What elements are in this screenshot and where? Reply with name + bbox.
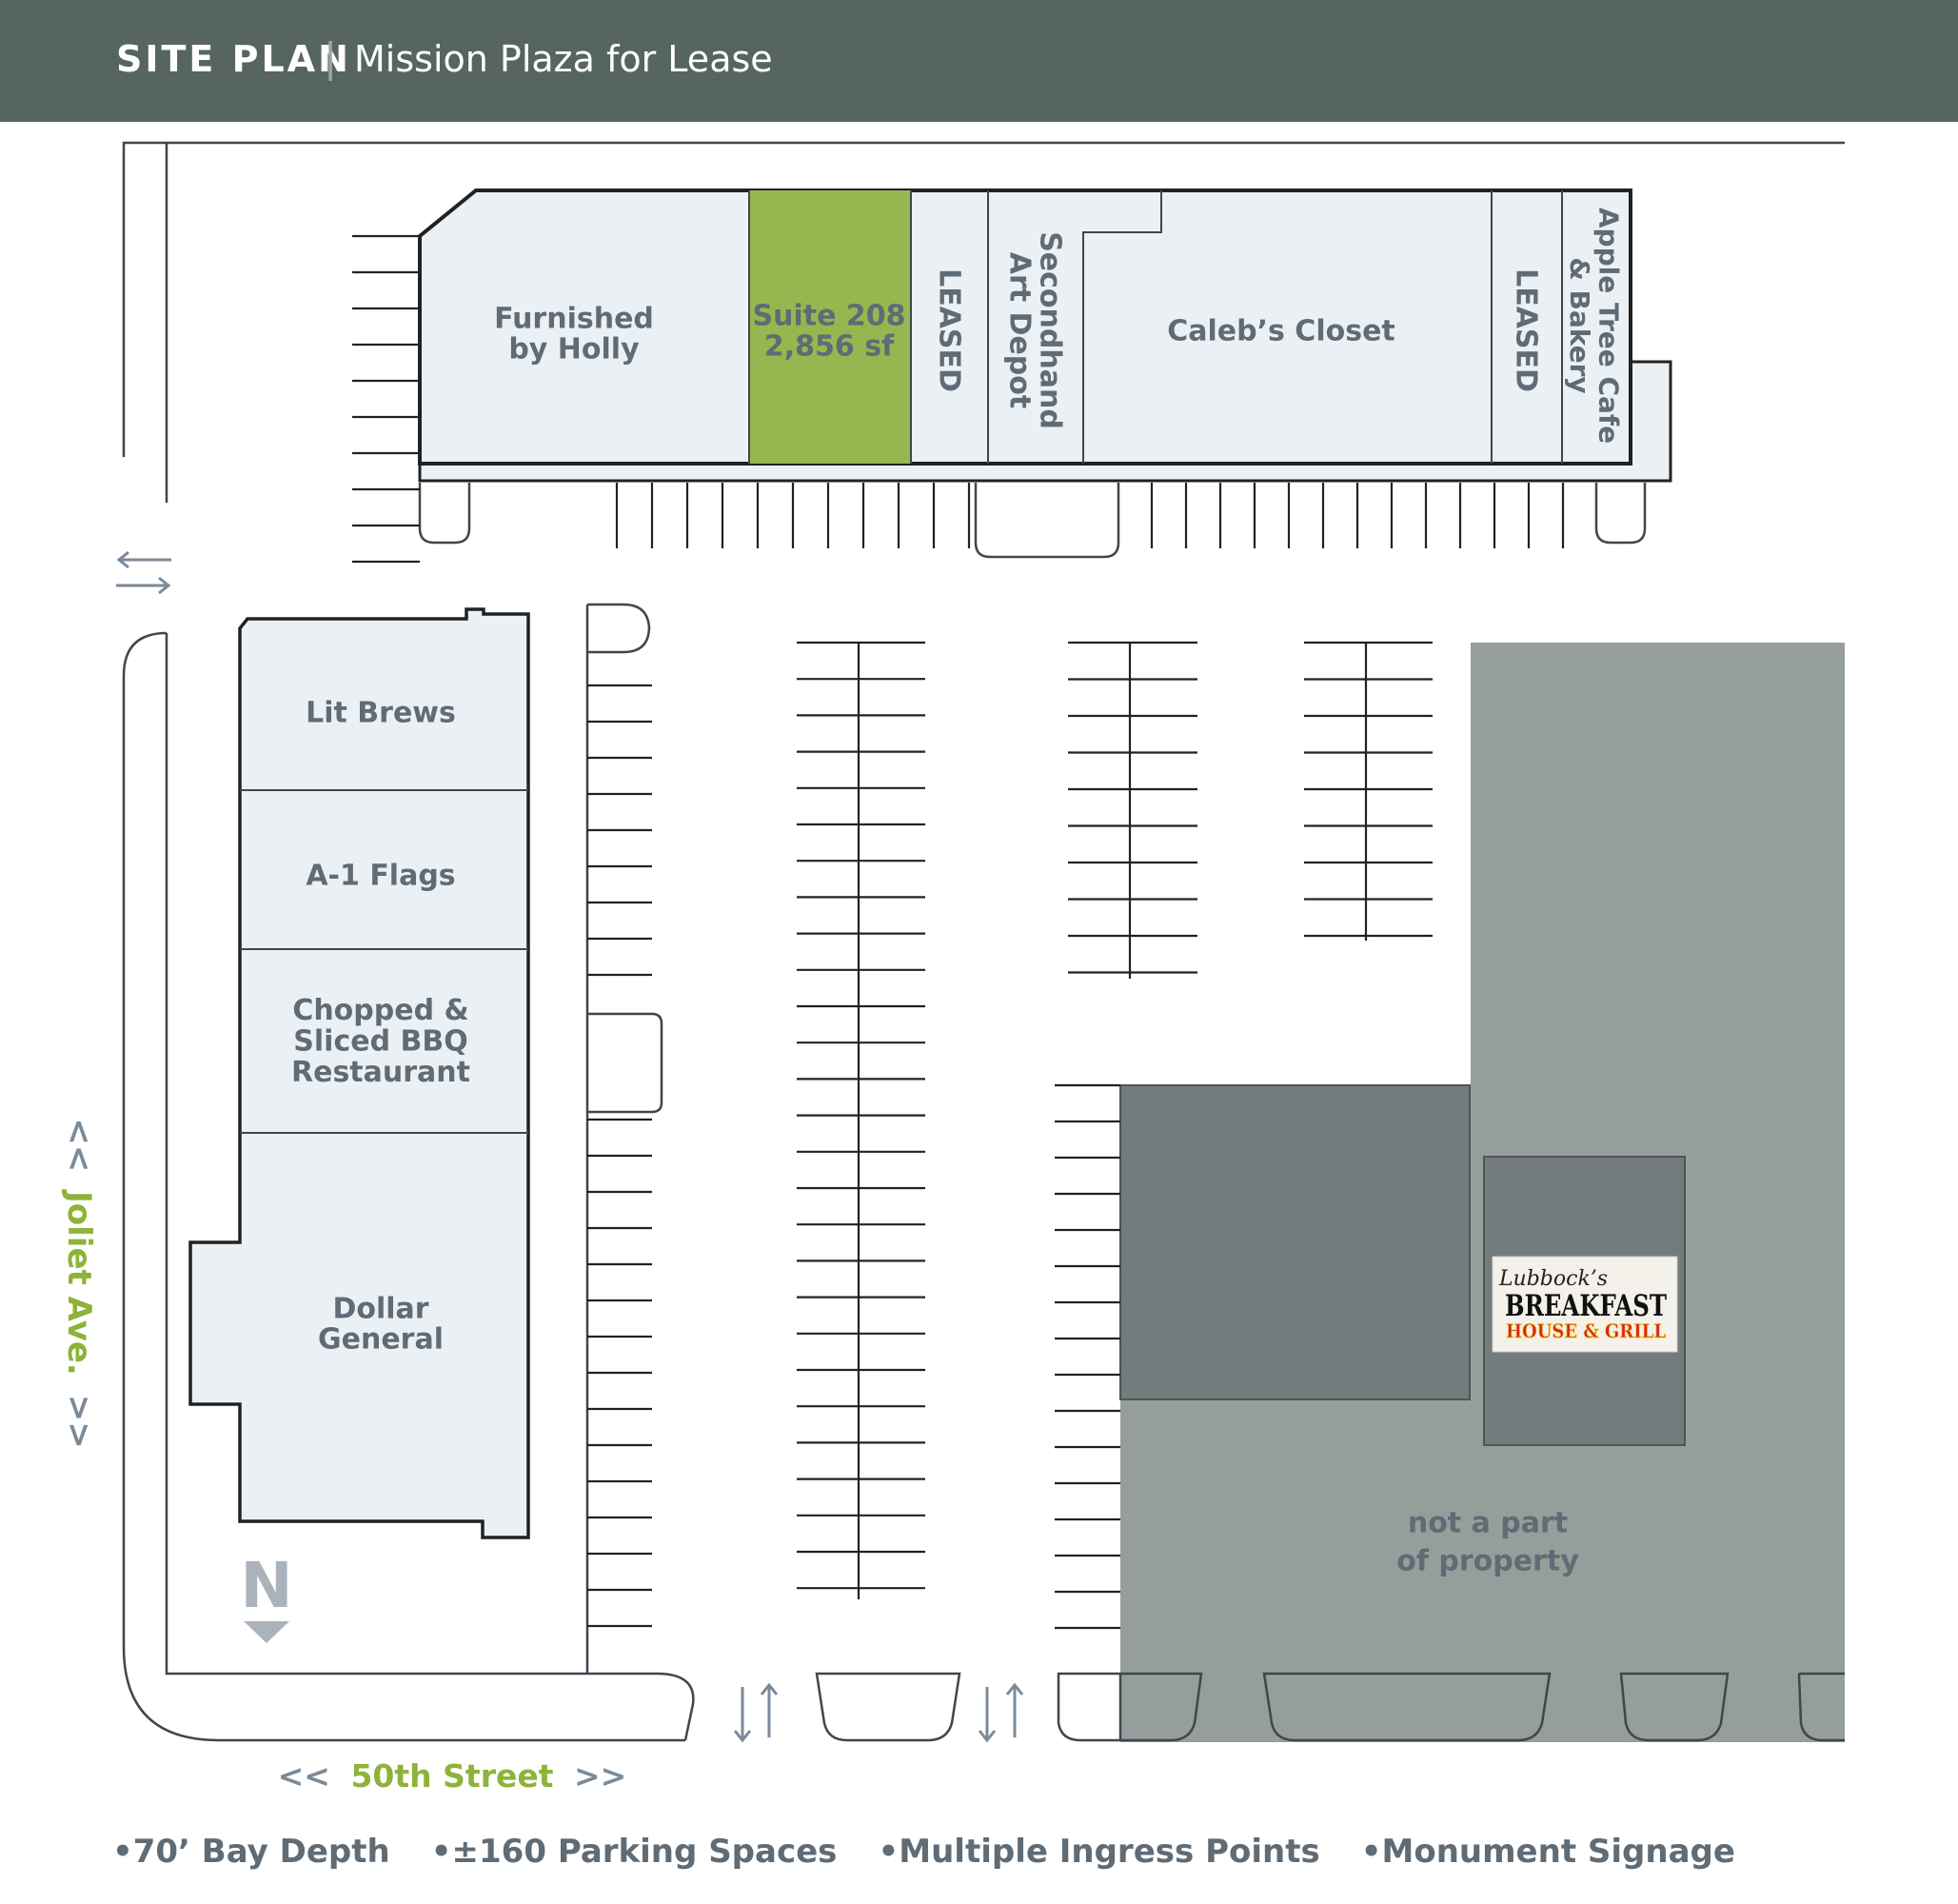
- north-arrow-icon: N: [240, 1549, 293, 1643]
- unit-label-lit-brews: Lit Brews: [306, 697, 456, 730]
- outer-road-edge: [122, 631, 685, 1742]
- unit-label-secondhand-art-depot: SecondhandArt Depot: [1002, 231, 1066, 429]
- top-building: [418, 188, 1672, 483]
- north-label: N: [240, 1549, 292, 1622]
- unit-label-calebs-closet: Caleb’s Closet: [1167, 315, 1395, 348]
- north-property-line: [122, 141, 1845, 457]
- feature-item: ±160 Parking Spaces: [431, 1833, 838, 1871]
- south-island-2: [1057, 1672, 1122, 1742]
- top-building-body: [418, 188, 1632, 466]
- south-ingress-arrow-2-icon: [978, 1682, 1024, 1743]
- left-parking-island: [585, 603, 651, 1674]
- logo-sub-text: HOUSE & GRILL: [1506, 1319, 1666, 1342]
- feature-item: Monument Signage: [1361, 1833, 1735, 1871]
- unit-label-apple-tree-cafe: Apple Tree Cafe& Bakery: [1564, 208, 1624, 444]
- logo-top-text: Lubbock’s: [1498, 1267, 1608, 1291]
- unit-label-a1-flags: A-1 Flags: [306, 860, 455, 893]
- header-bar: SITE PLAN | Mission Plaza for Lease: [0, 0, 1958, 122]
- joliet-ave-label: << Joliet Ave. >>: [60, 1118, 98, 1448]
- top-row-west-end: [418, 483, 471, 545]
- outparcel-building: [1119, 1084, 1471, 1400]
- left-building: [188, 607, 530, 1539]
- breakfast-house-logo: Lubbock’s BREAKFAST HOUSE & GRILL: [1492, 1256, 1678, 1353]
- not-part-of-property-area: [1120, 643, 1845, 1742]
- property-lines: [122, 141, 1845, 1742]
- logo-main-text: BREAKFAST: [1505, 1289, 1667, 1323]
- west-curb-line: [165, 633, 657, 1676]
- svg-text:<< Joliet Ave.: << Joliet Ave. >>: [60, 1118, 98, 1448]
- feature-item: 70’ Bay Depth: [112, 1833, 390, 1871]
- feature-item: Multiple Ingress Points: [879, 1833, 1319, 1871]
- parking-stalls: [352, 234, 1565, 1630]
- svg-text:<< 50th Street: << 50th Street >>: [278, 1757, 627, 1795]
- ingress-arrows: [116, 550, 1024, 1743]
- south-ingress-arrow-icon: [733, 1682, 779, 1743]
- unit-label-leased: LEASED: [933, 268, 966, 392]
- page-title: SITE PLAN: [116, 38, 351, 80]
- center-median-north: [974, 483, 1120, 559]
- unit-label-leased: LEASED: [1510, 268, 1543, 392]
- page-subtitle: Mission Plaza for Lease: [354, 38, 773, 80]
- fiftieth-street-label: << 50th Street >>: [278, 1757, 627, 1795]
- suite-208-highlight: [749, 190, 911, 464]
- title-separator: |: [324, 34, 338, 81]
- left-building-outline: [188, 607, 530, 1539]
- south-island-1: [815, 1672, 961, 1742]
- top-row-east-end: [1594, 483, 1647, 545]
- west-ingress-arrow-icon: [116, 550, 171, 595]
- features-bar: 70’ Bay Depth ±160 Parking Spaces Multip…: [112, 1833, 1921, 1880]
